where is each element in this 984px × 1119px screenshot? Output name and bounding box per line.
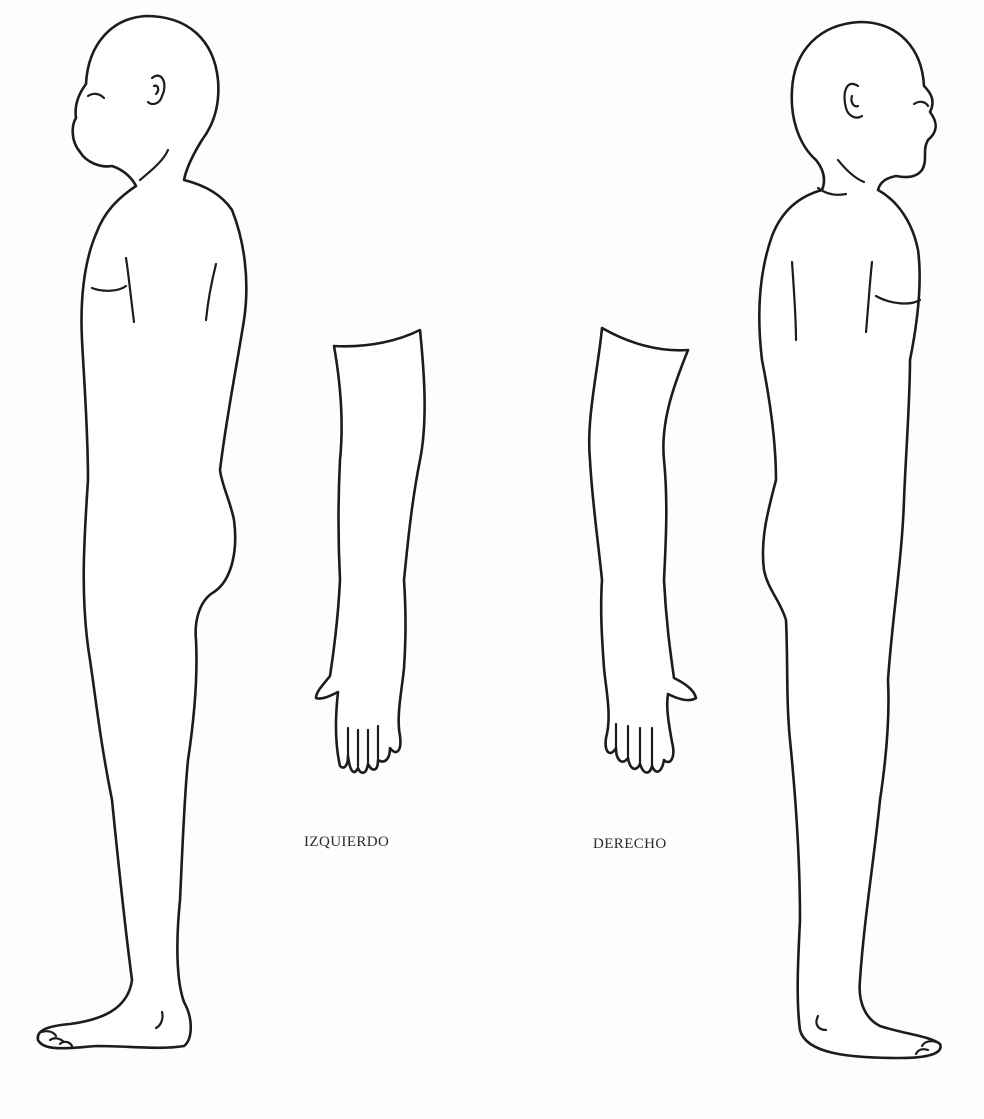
right-arm-outline	[589, 328, 696, 773]
right-arm-figure	[589, 328, 696, 773]
right-side-body-figure	[759, 22, 940, 1058]
left-arm-figure	[316, 330, 425, 773]
label-izquierdo: IZQUIERDO	[304, 834, 389, 851]
left-side-body-figure	[38, 16, 247, 1048]
left-arm-outline	[316, 330, 425, 773]
left-body-outline	[38, 16, 247, 1048]
right-body-outline	[759, 22, 940, 1058]
label-derecho: DERECHO	[593, 836, 667, 853]
